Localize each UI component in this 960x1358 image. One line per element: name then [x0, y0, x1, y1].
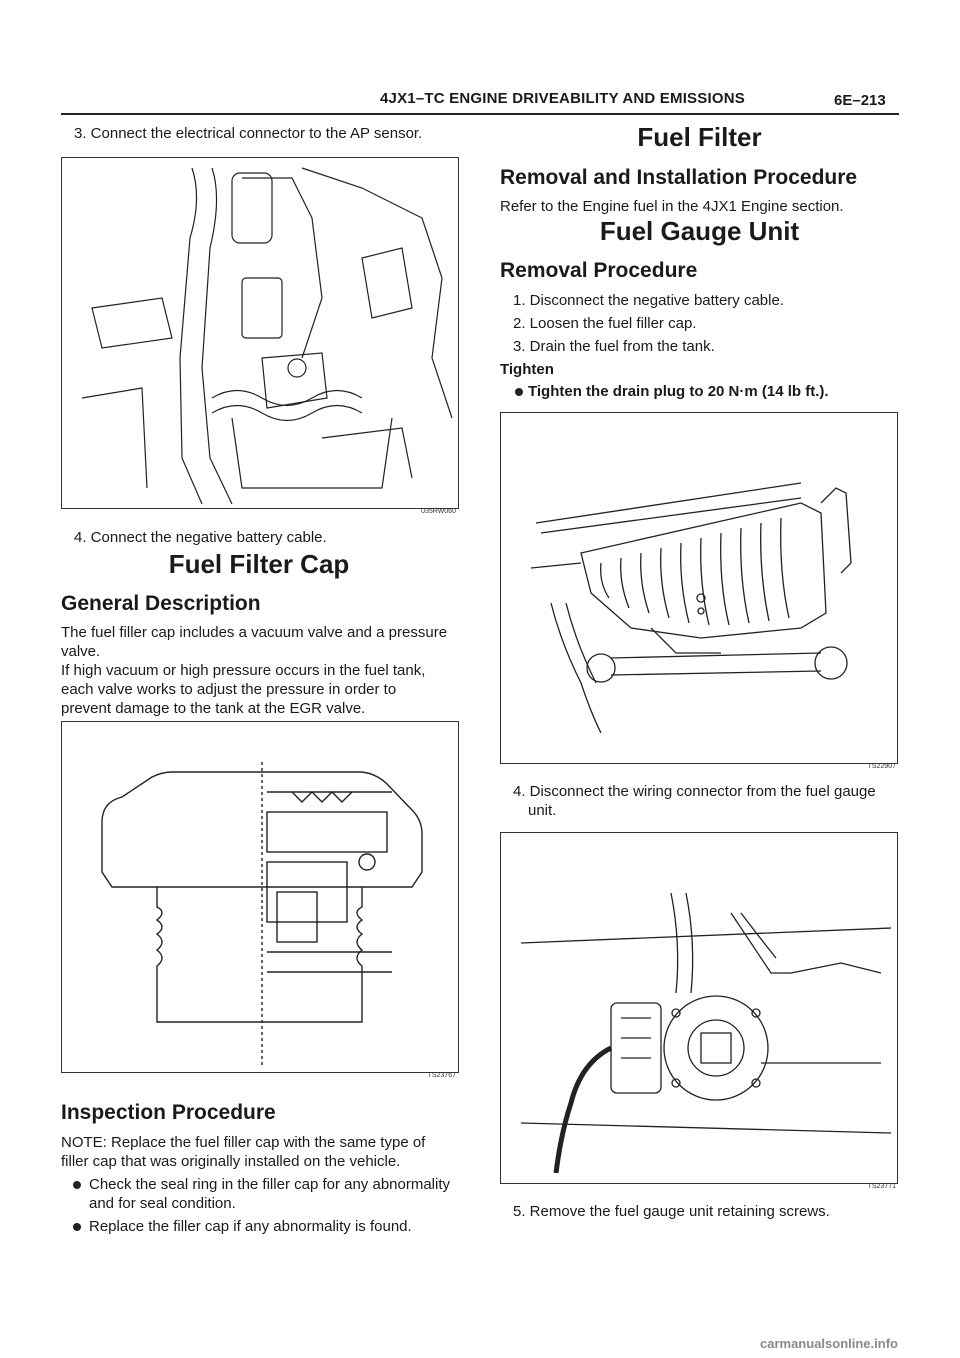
page-number: 6E–213: [834, 92, 886, 109]
general-p1-line2: valve.: [61, 643, 101, 660]
section-title-fuel-filter: Fuel Filter: [637, 122, 762, 152]
watermark-footer: carmanualsonline.info: [760, 1336, 898, 1351]
section-title-fuel-filter-cap: Fuel Filter Cap: [168, 549, 350, 579]
figure-1-id: 035RW060: [421, 508, 456, 515]
bullet-dot-2: [73, 1223, 81, 1231]
fuel-tank-drawing: [530, 482, 852, 734]
bullet-1-line1: Check the seal ring in the filler cap fo…: [89, 1176, 451, 1193]
figure-fuel-gauge-connector: [500, 832, 898, 1184]
removal-installation-heading: Removal and Installation Procedure: [500, 166, 858, 189]
tighten-spec: Tighten the drain plug to 20 N·m (14 lb …: [528, 383, 829, 400]
step-4-text: 4. Connect the negative battery cable.: [74, 529, 327, 546]
removal-step-3: 3. Drain the fuel from the tank.: [513, 338, 715, 355]
removal-step-1: 1. Disconnect the negative battery cable…: [513, 292, 784, 309]
bullet-dot-1: [73, 1181, 81, 1189]
general-p2-line3: prevent damage to the tank at the EGR va…: [61, 700, 366, 717]
general-p2-line2: each valve works to adjust the pressure …: [61, 681, 397, 698]
fuel-gauge-drawing: [520, 892, 892, 1174]
note-line1: NOTE: Replace the fuel filler cap with t…: [61, 1134, 426, 1151]
step-4-line2: unit.: [528, 802, 557, 819]
general-p2-line1: If high vacuum or high pressure occurs i…: [61, 662, 426, 679]
general-description-heading: General Description: [61, 592, 261, 615]
inspection-procedure-heading: Inspection Procedure: [61, 1101, 276, 1124]
tighten-label: Tighten: [500, 361, 554, 378]
removal-procedure-heading: Removal Procedure: [500, 259, 698, 282]
removal-step-2: 2. Loosen the fuel filler cap.: [513, 315, 697, 332]
note-line2: filler cap that was originally installed…: [61, 1153, 401, 1170]
bullet-1-line2: and for seal condition.: [89, 1195, 236, 1212]
bullet-2-text: Replace the filler cap if any abnormalit…: [89, 1218, 412, 1235]
refer-text: Refer to the Engine fuel in the 4JX1 Eng…: [500, 198, 844, 215]
figure-fuel-tank-drain: [500, 412, 898, 764]
figure-3-id: TS22907: [867, 763, 896, 770]
figure-filler-cap: [61, 721, 459, 1073]
figure-ap-sensor: [61, 157, 459, 509]
figure-4-id: TS23771: [867, 1183, 896, 1190]
ap-sensor-drawing: [81, 167, 453, 505]
section-title-fuel-gauge-unit: Fuel Gauge Unit: [599, 216, 800, 246]
figure-2-id: TS23767: [427, 1072, 456, 1079]
step-5-text: 5. Remove the fuel gauge unit retaining …: [513, 1203, 830, 1220]
filler-cap-drawing: [101, 762, 423, 1067]
step-4-line1: 4. Disconnect the wiring connector from …: [513, 783, 876, 800]
general-p1-line1: The fuel filler cap includes a vacuum va…: [61, 624, 448, 641]
tighten-bullet-dot: [515, 388, 523, 396]
running-header-title: 4JX1–TC ENGINE DRIVEABILITY AND EMISSION…: [380, 90, 745, 107]
step-3-text: 3. Connect the electrical connector to t…: [74, 125, 423, 142]
header-rule: [61, 113, 899, 115]
